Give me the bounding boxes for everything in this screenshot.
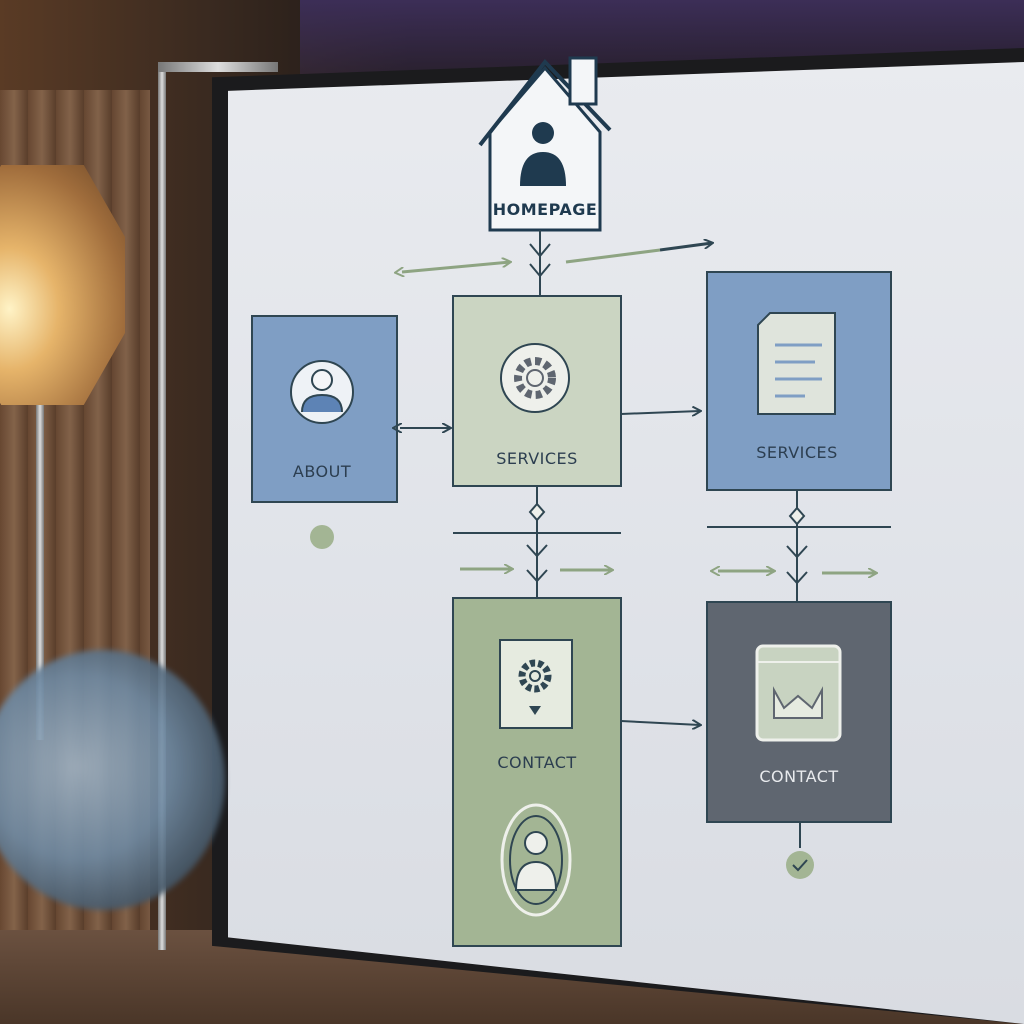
mail-window-icon [755, 644, 842, 742]
about-label: ABOUT [293, 462, 351, 481]
node-contact-right: CONTACT [706, 601, 892, 823]
house-outline [488, 65, 602, 232]
homepage-label: HOMEPAGE [493, 200, 598, 219]
screen-stand-crossbar [158, 62, 278, 72]
services-right-label: SERVICES [756, 443, 838, 462]
gear-icon [500, 343, 570, 413]
node-contact-center: CONTACT [452, 597, 622, 947]
house-chimney [568, 56, 598, 106]
node-services-right: SERVICES [706, 271, 892, 491]
node-services-center: SERVICES [452, 295, 622, 487]
node-about: ABOUT [251, 315, 398, 503]
user-circle-icon [290, 360, 354, 424]
about-badge [310, 525, 334, 549]
document-icon [757, 312, 836, 415]
softbox-light [0, 165, 125, 405]
screen-stand-pole [158, 70, 166, 950]
check-icon [792, 859, 808, 872]
services-center-label: SERVICES [496, 449, 578, 468]
chevron-down-icon [529, 243, 551, 278]
projection-screen [228, 62, 1024, 1024]
junction-diamond [788, 506, 806, 526]
gear-window-icon [499, 639, 573, 729]
junction-diamond [528, 502, 546, 522]
check-badge [786, 851, 814, 879]
user-ring-icon [500, 803, 572, 917]
contact-center-label: CONTACT [497, 753, 576, 772]
arrow-services-to-services-right [620, 411, 700, 414]
house-roof [478, 58, 612, 147]
arrow-green-left [402, 262, 510, 272]
house-user-icon [520, 122, 566, 186]
contact-right-label: CONTACT [759, 767, 838, 786]
chevron-down-icon [526, 544, 548, 583]
reflector-light [0, 650, 225, 910]
arrow-contact-to-contact-right [620, 721, 700, 725]
chevron-down-icon [786, 545, 808, 585]
light-stand-pole [36, 380, 44, 740]
node-homepage: HOMEPAGE [478, 56, 612, 232]
arrow-dark-right [659, 243, 712, 252]
arrow-green-right [565, 248, 661, 264]
